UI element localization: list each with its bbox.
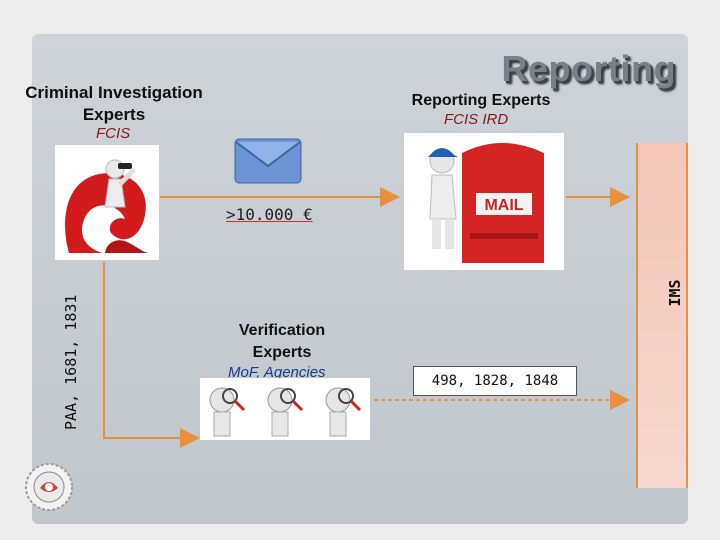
codes-box: 498, 1828, 1848 [413,366,577,396]
threshold-amount: >10.000 € [226,205,313,224]
seal-icon [24,462,74,512]
arrow-to-verification [104,262,196,438]
paa-label: PAA, 1681, 1831 [62,240,80,430]
ims-label: IMS [666,258,688,328]
